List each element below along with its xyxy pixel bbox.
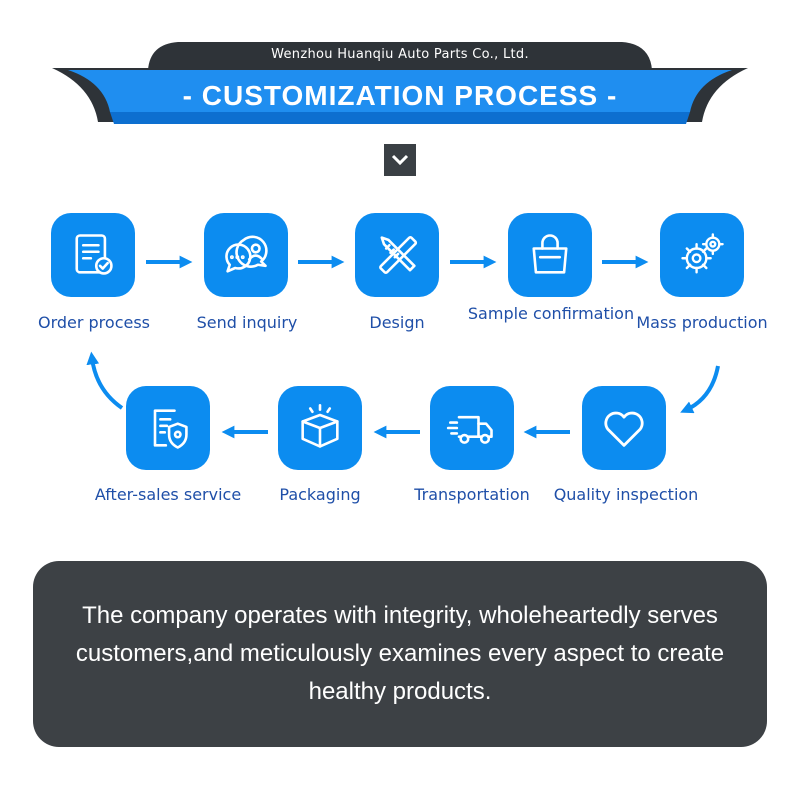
step-label-after-sales-service: After-sales service [94, 485, 242, 504]
arrow-curve-up [86, 351, 124, 410]
step-label-quality-inspection: Quality inspection [553, 485, 699, 504]
delivery-truck-icon [430, 386, 514, 470]
package-box-icon [278, 386, 362, 470]
step-label-sample-confirmation: Sample confirmation [467, 304, 635, 323]
arrow-curve-down [680, 365, 720, 414]
shield-document-icon [126, 386, 210, 470]
step-label-order-process: Order process [37, 313, 151, 332]
step-label-mass-production: Mass production [636, 313, 768, 332]
gears-icon [660, 213, 744, 297]
order-document-icon [51, 213, 135, 297]
chevron-down-icon [384, 144, 416, 176]
step-label-design: Design [369, 313, 425, 332]
company-name: Wenzhou Huanqiu Auto Parts Co., Ltd. [271, 47, 529, 62]
chat-inquiry-icon [204, 213, 288, 297]
shopping-bag-icon [508, 213, 592, 297]
pencil-ruler-icon [355, 213, 439, 297]
step-label-send-inquiry: Send inquiry [196, 313, 298, 332]
heart-icon [582, 386, 666, 470]
page-title: - CUSTOMIZATION PROCESS - [182, 80, 618, 111]
footer-statement: The company operates with integrity, who… [33, 561, 767, 747]
step-label-packaging: Packaging [279, 485, 361, 504]
header-banner [52, 42, 748, 124]
step-label-transportation: Transportation [414, 485, 530, 504]
footer-text: The company operates with integrity, who… [75, 602, 725, 705]
